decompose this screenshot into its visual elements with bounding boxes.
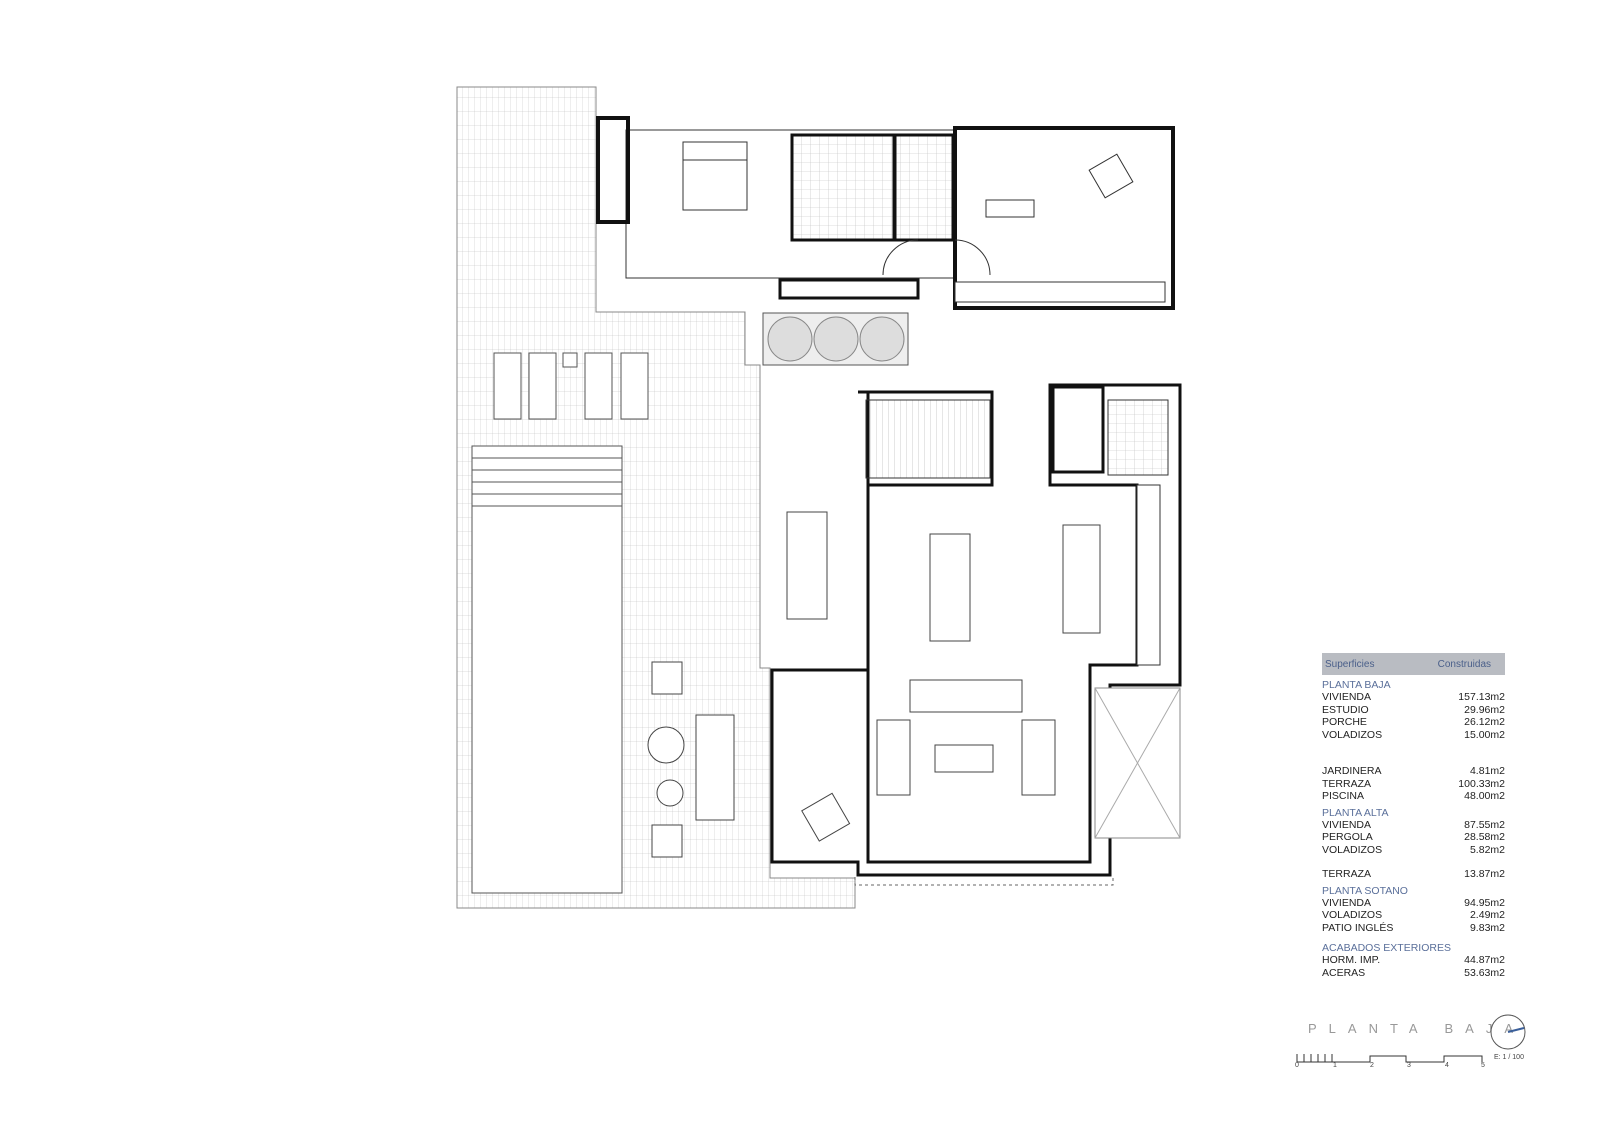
upper-wing <box>596 116 1175 310</box>
header-superficies: Superficies <box>1325 658 1375 670</box>
section-title: PLANTA SOTANO <box>1322 884 1408 897</box>
scale-tick: 5 <box>1481 1062 1485 1069</box>
scale-tick: 0 <box>1295 1062 1299 1069</box>
section-title: PLANTA ALTA <box>1322 806 1389 819</box>
planter <box>762 312 909 366</box>
surfaces-table: Superficies Construidas PLANTA BAJA VIVI… <box>1322 653 1505 979</box>
north-arrow-icon <box>1490 1014 1526 1050</box>
table-header: Superficies Construidas <box>1322 653 1505 675</box>
table-row: HORM. IMP.44.87m2 <box>1322 954 1505 966</box>
scale-tick: 4 <box>1445 1062 1449 1069</box>
scale-bar <box>1296 1054 1483 1063</box>
sun-loungers <box>493 352 649 420</box>
scale-tick: 2 <box>1370 1062 1374 1069</box>
section-title: ACABADOS EXTERIORES <box>1322 942 1451 954</box>
outer-dashed-boundary <box>854 877 1114 886</box>
section-title: PLANTA BAJA <box>1322 679 1391 691</box>
scale-tick: 3 <box>1407 1062 1411 1069</box>
scale-ratio: E: 1 / 100 <box>1494 1054 1524 1061</box>
header-construidas: Construidas <box>1437 658 1491 670</box>
furniture <box>647 511 1101 858</box>
pool <box>471 445 623 894</box>
drawing-title: PLANTA BAJA <box>1308 1021 1526 1036</box>
scale-tick: 1 <box>1333 1062 1337 1069</box>
